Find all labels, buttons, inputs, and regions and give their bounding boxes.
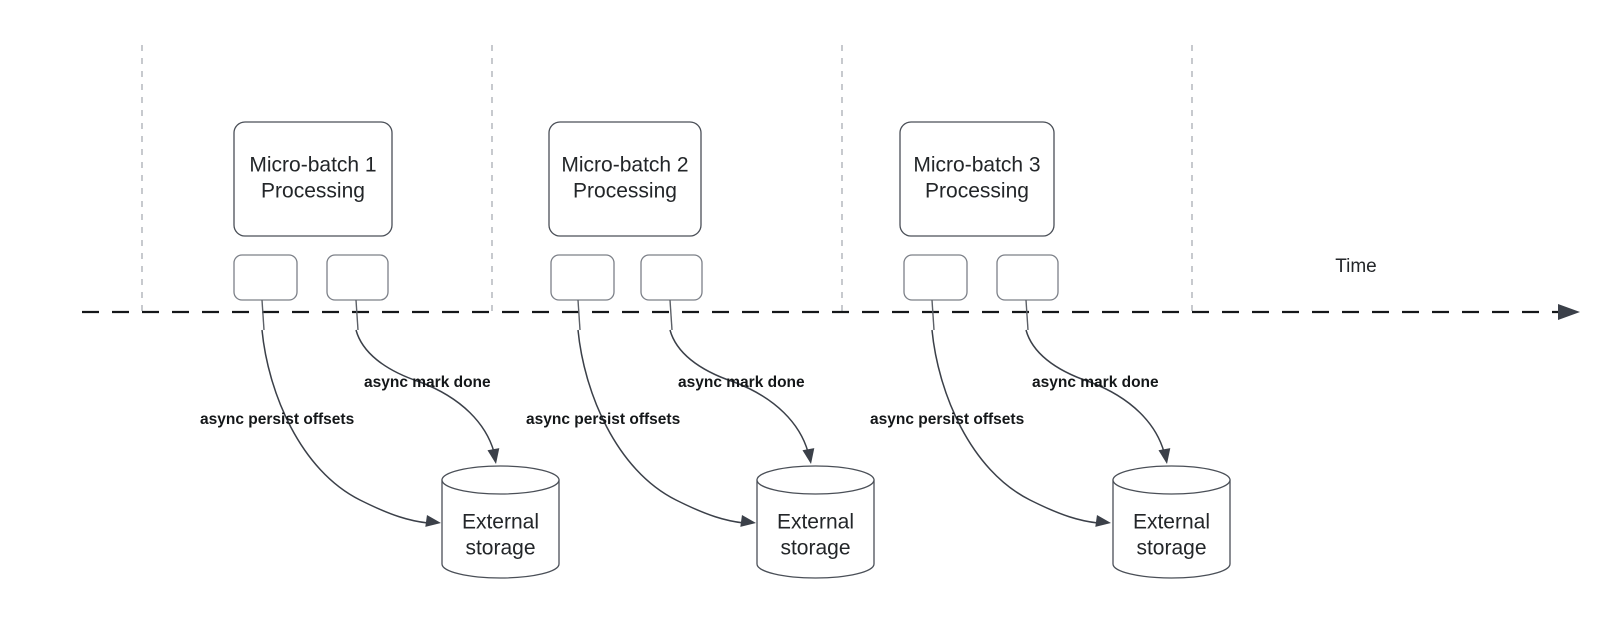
external-storage-cylinder[interactable]: External storage [756,465,875,579]
task-marker-b[interactable] [996,254,1059,331]
external-storage-label-line1: External [1133,511,1210,534]
task-marker-a-shape [233,254,298,301]
external-storage-label-line2: storage [1136,537,1206,560]
time-axis-label: Time [1335,256,1377,277]
cylinder-body [756,479,875,579]
async-persist-offsets-edge: async persist offsets [200,329,441,527]
async-persist-offsets-edge-arrowhead [740,514,756,527]
micro-batch-box-label-line2: Processing [573,180,677,203]
micro-batch-box-label-line1: Micro-batch 2 [561,154,688,177]
async-persist-offsets-edge: async persist offsets [526,329,756,527]
micro-batch-box-label-line1: Micro-batch 1 [249,154,376,177]
task-marker-a-shape [550,254,615,301]
task-marker-a[interactable] [233,254,298,331]
micro-batch-box-shape [233,121,393,237]
async-persist-offsets-edge-label: async persist offsets [200,411,354,428]
async-mark-done-edge-label: async mark done [678,374,805,391]
task-marker-b-shape [326,254,389,301]
time-axis-arrowhead [1558,304,1580,320]
async-mark-done-edge-path [669,329,809,453]
task-marker-b-stem [1025,299,1029,331]
task-marker-a-stem [931,299,935,331]
task-marker-a-shape [903,254,968,301]
async-persist-offsets-edge-arrowhead [1095,514,1111,527]
task-marker-b-stem [355,299,359,331]
async-mark-done-edge-arrowhead [1158,448,1171,464]
task-marker-a[interactable] [903,254,968,331]
micro-batch-box-shape [548,121,702,237]
async-persist-offsets-edge-path [577,329,745,524]
external-storage-cylinder[interactable]: External storage [441,465,560,579]
async-mark-done-edge-label: async mark done [1032,374,1159,391]
batch-boundary-gridlines [141,45,1193,316]
async-mark-done-edge-path [1025,329,1165,453]
async-persist-offsets-edge-path [931,329,1099,524]
micro-batch-box[interactable]: Micro-batch 3 Processing [899,121,1055,237]
task-marker-a[interactable] [550,254,615,331]
cylinder-body [1112,479,1231,579]
external-storage-label-line2: storage [465,537,535,560]
async-persist-offsets-edge-label: async persist offsets [526,411,680,428]
cylinder-body [441,479,560,579]
external-storage-label-line1: External [777,511,854,534]
cylinder-top-ellipse [1112,465,1231,495]
micro-batch-box[interactable]: Micro-batch 2 Processing [548,121,702,237]
micro-batch-box-label-line2: Processing [925,180,1029,203]
task-marker-a-stem [577,299,581,331]
task-marker-b[interactable] [326,254,389,331]
async-mark-done-edge-arrowhead [487,448,500,464]
external-storage-label-line2: storage [780,537,850,560]
cylinder-top-ellipse [756,465,875,495]
task-marker-b-stem [669,299,673,331]
async-persist-offsets-edge-label: async persist offsets [870,411,1024,428]
time-axis: Time [82,256,1580,320]
task-marker-b[interactable] [640,254,703,331]
async-persist-offsets-edge-arrowhead [425,514,441,527]
external-storage-cylinder[interactable]: External storage [1112,465,1231,579]
async-mark-done-edge: async mark done [1025,329,1171,464]
task-marker-b-shape [996,254,1059,301]
async-persist-offsets-edge-path [261,329,429,524]
async-mark-done-edge: async mark done [669,329,815,464]
async-persist-offsets-edge: async persist offsets [870,329,1111,527]
async-mark-done-edge-arrowhead [802,448,815,464]
task-marker-a-stem [261,299,265,331]
cylinder-top-ellipse [441,465,560,495]
micro-batch-box[interactable]: Micro-batch 1 Processing [233,121,393,237]
async-mark-done-edge-label: async mark done [364,374,491,391]
async-mark-done-edge: async mark done [355,329,500,464]
micro-batch-box-label-line1: Micro-batch 3 [913,154,1040,177]
micro-batch-box-shape [899,121,1055,237]
micro-batch-box-label-line2: Processing [261,180,365,203]
external-storage-label-line1: External [462,511,539,534]
async-mark-done-edge-path [355,329,495,453]
task-marker-b-shape [640,254,703,301]
